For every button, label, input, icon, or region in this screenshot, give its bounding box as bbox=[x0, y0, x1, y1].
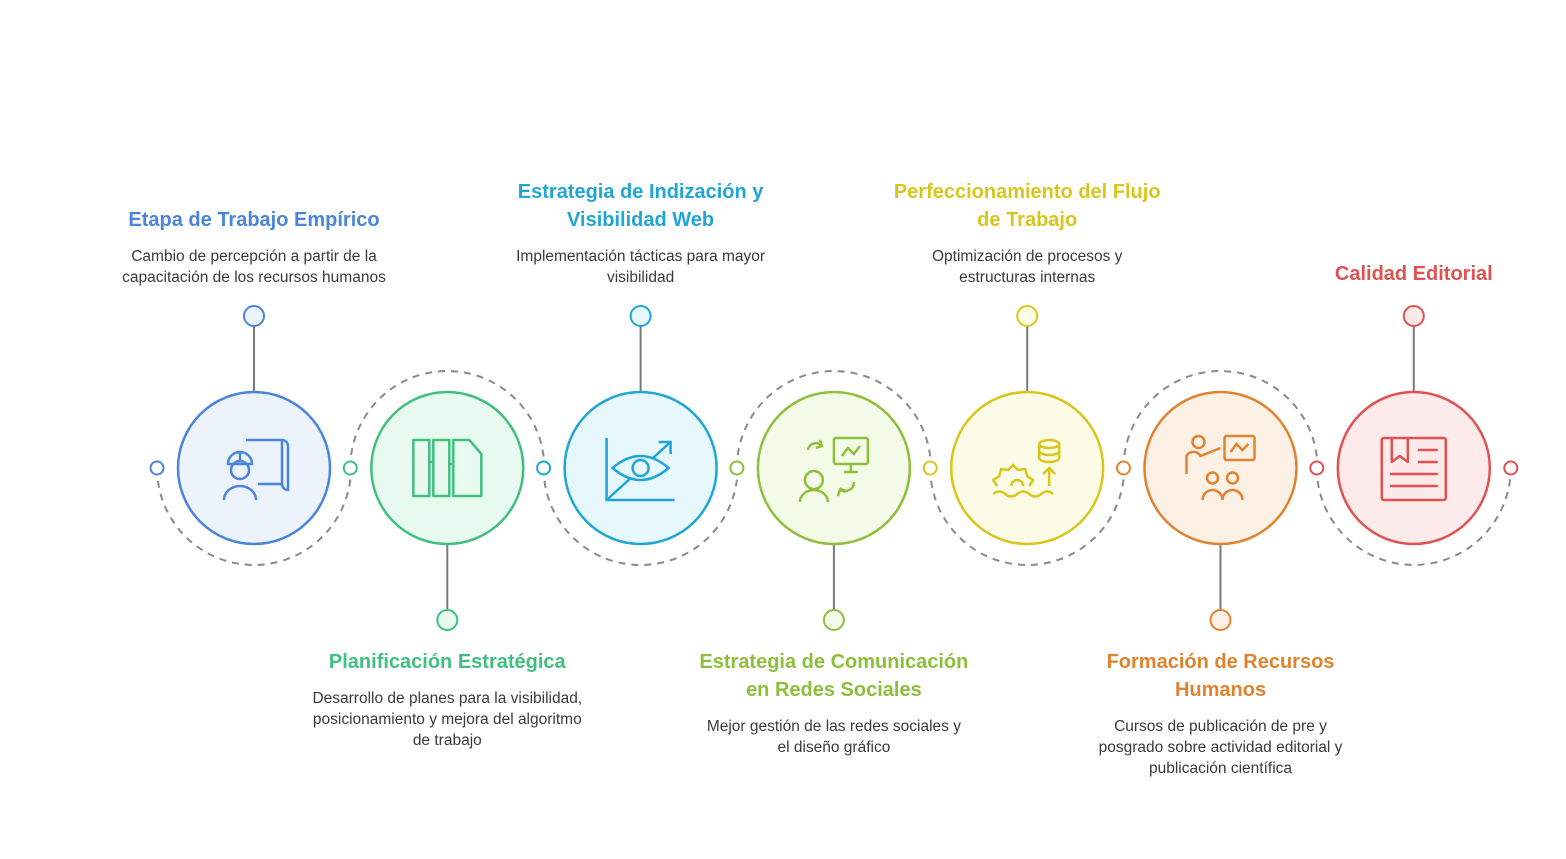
dashed-arc-7 bbox=[1315, 467, 1512, 566]
connector-dot bbox=[536, 460, 552, 476]
step-description: Implementación tácticas para mayor visib… bbox=[516, 248, 766, 286]
gear-database-icon bbox=[991, 438, 1061, 498]
stem-dot bbox=[436, 609, 459, 631]
step-node-1 bbox=[149, 305, 332, 546]
stem-dot bbox=[243, 305, 265, 327]
step-circle bbox=[1143, 390, 1298, 546]
step-label-7: Calidad Editorial bbox=[1279, 260, 1549, 288]
kanban-columns-icon bbox=[412, 438, 483, 498]
step-label-4: Estrategia de Comunicación en Redes Soci… bbox=[699, 648, 969, 758]
step-title: Planificación Estratégica bbox=[328, 651, 566, 673]
step-description: Optimización de procesos y estructuras i… bbox=[931, 248, 1123, 286]
step-circle bbox=[370, 390, 525, 546]
connector-dot-end bbox=[1503, 460, 1519, 476]
stem-dot bbox=[1016, 305, 1039, 327]
step-title: Etapa de Trabajo Empírico bbox=[128, 209, 380, 231]
step-circle bbox=[1336, 390, 1492, 546]
step-node-3 bbox=[536, 305, 718, 546]
step-label-3: Estrategia de Indización y Visibilidad W… bbox=[506, 178, 776, 288]
step-node-6 bbox=[1116, 390, 1298, 631]
step-title: Formación de Recursos Humanos bbox=[1106, 651, 1335, 701]
eye-growth-chart-icon bbox=[605, 438, 675, 502]
step-description: Cursos de publicación de pre y posgrado … bbox=[1098, 718, 1343, 777]
connector-dot bbox=[1309, 460, 1325, 476]
dashed-arc-4 bbox=[735, 370, 932, 469]
connector-dot bbox=[149, 460, 165, 476]
teacher-students-icon bbox=[1185, 434, 1256, 501]
step-node-2 bbox=[342, 390, 525, 631]
dashed-arc-6 bbox=[1122, 370, 1319, 469]
stem-dot bbox=[1209, 609, 1232, 631]
step-circle bbox=[949, 390, 1105, 546]
step-title: Estrategia de Comunicación en Redes Soci… bbox=[699, 651, 969, 701]
step-node-7 bbox=[1309, 305, 1519, 546]
step-circle bbox=[176, 390, 332, 546]
step-description: Mejor gestión de las redes sociales y el… bbox=[706, 718, 961, 756]
connector-dot bbox=[729, 460, 745, 476]
step-description: Cambio de percepción a partir de la capa… bbox=[122, 248, 386, 286]
step-title: Perfeccionamiento del Flujo de Trabajo bbox=[893, 181, 1161, 231]
connectors-layer bbox=[156, 370, 1512, 566]
step-description: Desarrollo de planes para la visibilidad… bbox=[312, 690, 583, 749]
step-title: Estrategia de Indización y Visibilidad W… bbox=[517, 181, 764, 231]
dashed-arc-2 bbox=[349, 370, 546, 469]
connector-dot bbox=[342, 460, 358, 476]
connector-dot bbox=[922, 460, 938, 476]
stem-dot bbox=[629, 305, 652, 327]
step-title: Calidad Editorial bbox=[1334, 263, 1493, 285]
step-circle bbox=[756, 390, 912, 546]
stem-dot bbox=[1402, 305, 1425, 327]
dashed-arc-1 bbox=[156, 467, 352, 566]
step-node-4 bbox=[729, 390, 912, 631]
dashed-arc-3 bbox=[542, 467, 739, 566]
connector-dot bbox=[1116, 460, 1131, 476]
step-node-5 bbox=[922, 305, 1105, 546]
social-media-exchange-icon bbox=[798, 436, 870, 503]
engineer-blueprint-icon bbox=[222, 438, 290, 501]
dashed-arc-5 bbox=[929, 467, 1126, 566]
nodes-layer bbox=[149, 305, 1519, 631]
stem-dot bbox=[822, 609, 845, 631]
bookmarked-document-icon bbox=[1380, 436, 1448, 502]
